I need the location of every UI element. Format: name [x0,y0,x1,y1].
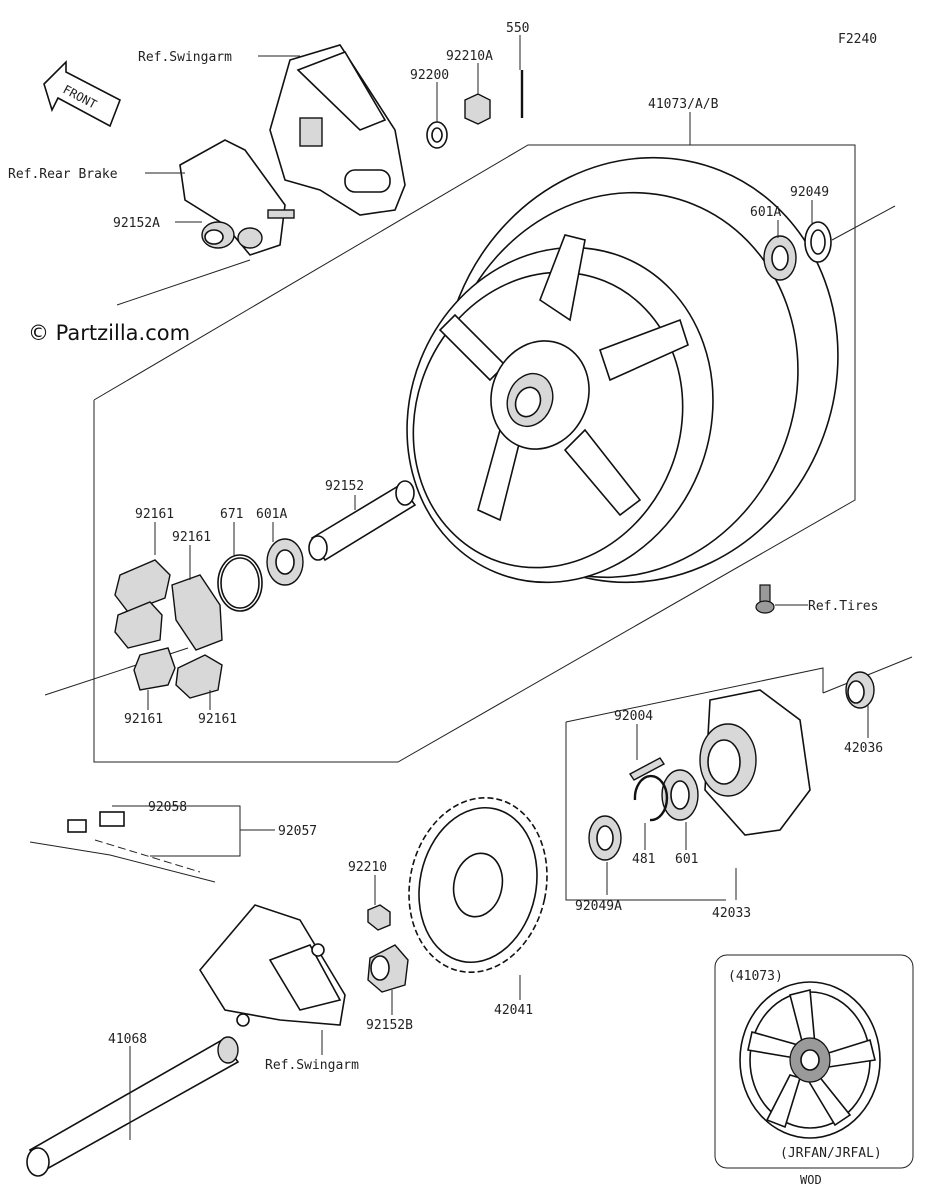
label-ref-tires: Ref.Tires [808,599,878,614]
label-92004: 92004 [614,709,653,724]
assembly-outline [44,144,913,901]
label-92049: 92049 [790,185,829,200]
label-ref-swingarm-bottom: Ref.Swingarm [265,1058,359,1073]
swingarm-upper-drawing [269,44,406,216]
leader-lines [112,35,869,1140]
inset-box: (41073) (JRFAN/JRFAL) [714,954,914,1169]
label-41068: 41068 [108,1032,147,1047]
label-92200: 92200 [410,68,449,83]
label-92161-a: 92161 [135,507,174,522]
label-92152: 92152 [325,479,364,494]
label-42033: 42033 [712,906,751,921]
inset-wheel-icon [739,981,881,1139]
label-42041: 42041 [494,1003,533,1018]
collar-92152A-drawing [201,221,235,249]
label-601A-top: 601A [750,205,781,220]
label-92058: 92058 [148,800,187,815]
label-42036: 42036 [844,741,883,756]
label-481: 481 [632,852,655,867]
diagram-code: F2240 [838,32,877,47]
rear-wheel-drawing [406,156,839,584]
bearing-601A-top-drawing [763,221,832,281]
inset-code: WOD [800,1173,822,1187]
label-92049A: 92049A [575,899,622,914]
label-601A: 601A [256,507,287,522]
collar-42036-drawing [845,671,875,709]
part-labels: Ref.Swingarm Ref.Rear Brake 550 92210A 9… [8,21,883,1073]
axle-41068-drawing [26,1036,240,1177]
watermark: © Partzilla.com [28,321,190,345]
label-ref-swingarm-top: Ref.Swingarm [138,50,232,65]
label-92152B: 92152B [366,1018,413,1033]
sprocket-hardware-drawing [367,904,409,993]
label-550: 550 [506,21,529,36]
front-arrow-icon: FRONT [43,60,122,128]
sprocket-42041-drawing [408,796,548,974]
sprocket-hub-42033-drawing [699,689,811,836]
label-41073AB: 41073/A/B [648,97,719,112]
label-92210: 92210 [348,860,387,875]
label-92161-b: 92161 [172,530,211,545]
rear-brake-bracket-drawing [179,139,295,256]
inset-title: (41073) [728,969,783,984]
swingarm-lower-drawing [199,904,346,1027]
bearing-601A-drawing [217,538,304,612]
label-671: 671 [220,507,243,522]
drive-chain-drawing [29,811,216,883]
label-92210A: 92210A [446,49,493,64]
label-ref-rear-brake: Ref.Rear Brake [8,167,118,182]
label-92161-c: 92161 [124,712,163,727]
label-92152A: 92152A [113,216,160,231]
hub-bearings-lower-drawing [588,769,699,861]
label-92161-d: 92161 [198,712,237,727]
inset-variant: (JRFAN/JRFAL) [780,1146,882,1161]
stud-92004-drawing [628,757,666,781]
valve-stem-drawing [755,584,775,614]
label-92057: 92057 [278,824,317,839]
hub-dampers-drawing [114,559,223,699]
collar-92152-drawing [308,480,417,562]
label-601: 601 [675,852,698,867]
